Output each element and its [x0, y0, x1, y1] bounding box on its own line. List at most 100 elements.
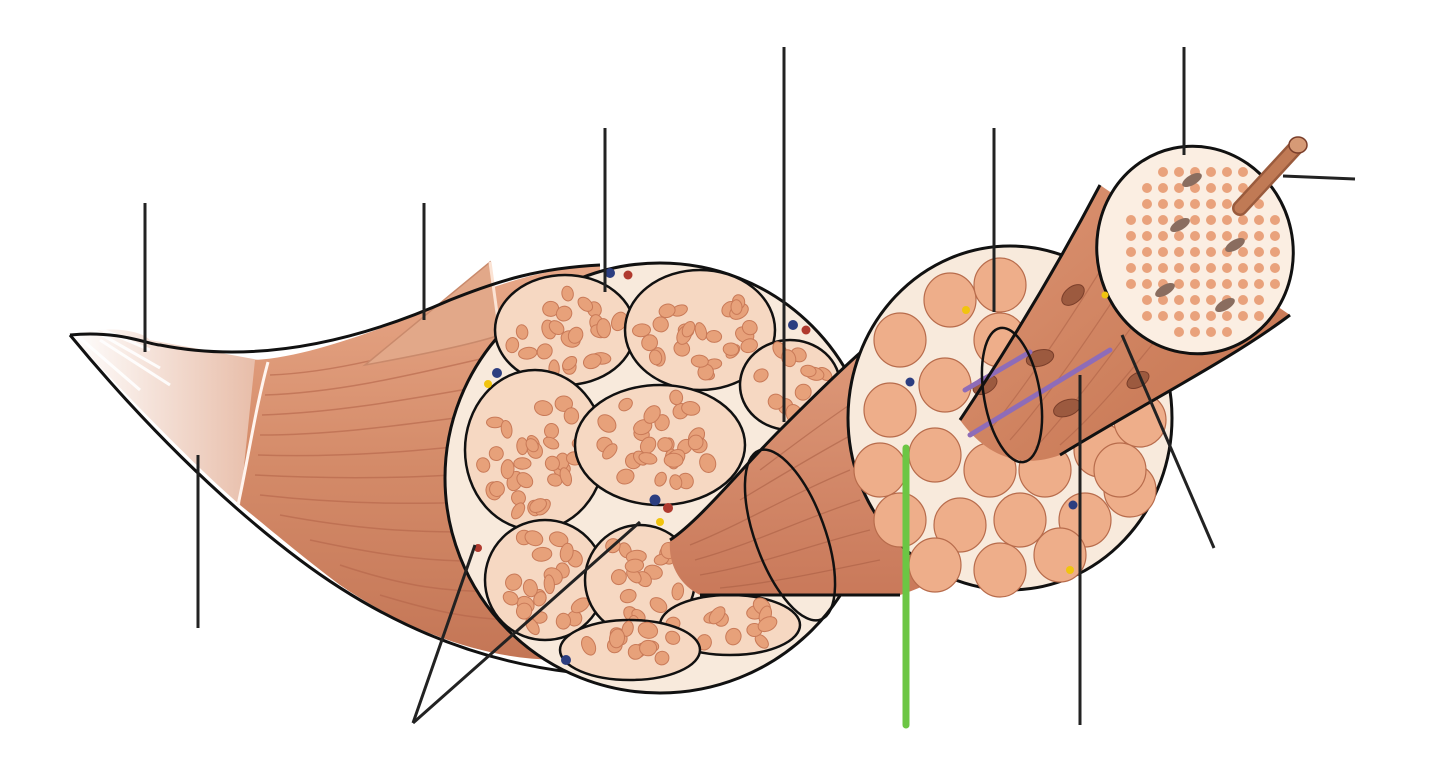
muscle-fiber-section — [690, 354, 709, 368]
muscle-fiber-section — [740, 338, 758, 354]
myofibril-dot — [1174, 311, 1184, 321]
myofibril-dot — [1222, 183, 1232, 193]
muscle-fiber-section — [658, 303, 676, 319]
myofibril-rod — [1232, 136, 1308, 216]
muscle-fiber-section — [596, 318, 612, 339]
myofibril-dot — [1206, 279, 1216, 289]
leader-line-myofibril — [1282, 174, 1356, 181]
muscle-fiber-section — [582, 353, 602, 370]
muscle-fiber-section — [548, 531, 569, 548]
myofibril-dot — [1190, 263, 1200, 273]
muscle-fiber-section — [652, 316, 669, 333]
myofibril-dot — [1238, 295, 1248, 305]
muscle-fiber-section — [1033, 527, 1087, 583]
muscle-fiber-section — [610, 569, 627, 586]
myofibril-dot — [1174, 183, 1184, 193]
muscle-fiber-section — [657, 437, 673, 452]
myofibril-dot — [1158, 215, 1168, 225]
muscle-fiber-section — [533, 591, 547, 607]
muscle-fiber-section — [561, 285, 574, 302]
muscle-fiber-section — [933, 497, 987, 553]
myofibril-dot — [1158, 167, 1168, 177]
myofibril-dot — [1126, 263, 1136, 273]
myofibril-dot — [1206, 247, 1216, 257]
myofibril-dot — [1174, 247, 1184, 257]
myofibril-dot — [1190, 183, 1200, 193]
myofibril-dot — [1222, 263, 1232, 273]
muscle-fiber-section — [730, 299, 743, 315]
myofibril-dot — [1190, 279, 1200, 289]
muscle-fiber-section — [654, 471, 667, 487]
myofibril-dot — [1142, 311, 1152, 321]
myofibril-dot — [1222, 215, 1232, 225]
myofibril-dot — [1190, 199, 1200, 209]
muscle-fiber-section — [544, 455, 560, 472]
muscle-fiber-section — [725, 627, 742, 646]
myofibril-dot — [1142, 183, 1152, 193]
fascicle-section — [463, 368, 607, 532]
muscle-fiber-section — [548, 320, 565, 336]
muscle-fiber-section — [524, 530, 544, 547]
fascicle-section — [623, 268, 777, 392]
muscle-fiber-section — [923, 272, 977, 328]
muscle-fiber-section — [534, 400, 553, 417]
muscle-fiber-section — [577, 296, 594, 312]
myofibril-dot — [1206, 167, 1216, 177]
muscle-fiber-section — [873, 312, 927, 368]
muscle-fiber-section — [505, 573, 523, 591]
myofibril-dot — [1142, 199, 1152, 209]
muscle-fiber-section — [649, 597, 668, 614]
muscle-fiber-section — [654, 650, 670, 666]
leader-line-vessel-b — [412, 520, 641, 725]
muscle-fiber-section — [597, 414, 617, 433]
muscle-fiber-section — [639, 639, 658, 657]
myofibril-dot — [1206, 295, 1216, 305]
muscle-fiber-section — [609, 628, 625, 649]
muscle-fiber-section — [619, 588, 637, 604]
muscle-fiber-section — [741, 319, 758, 336]
muscle-fiber-section — [641, 334, 658, 352]
muscle-fiber-section — [555, 305, 573, 322]
muscle-fiber-section — [993, 492, 1047, 548]
muscle-fiber-section — [637, 621, 659, 639]
myofibril-dot — [1254, 295, 1264, 305]
muscle-fiber-section — [638, 452, 658, 465]
myofibril-dot — [1142, 215, 1152, 225]
myofibril-dot — [1206, 199, 1216, 209]
muscle-fiber-section — [648, 349, 663, 366]
myofibril-dot — [1158, 295, 1168, 305]
muscle-fiber-section — [500, 419, 513, 439]
myofibril-dot — [1142, 247, 1152, 257]
muscle-fiber-section — [515, 324, 529, 340]
myofibril-dot — [1270, 279, 1280, 289]
muscle-fiber-section — [643, 405, 661, 424]
mitochondrion — [1182, 173, 1202, 187]
muscle-fiber-section — [800, 364, 817, 378]
myofibril-dot — [1222, 199, 1232, 209]
myofibril-dot — [1254, 215, 1264, 225]
muscle-fiber-section — [705, 329, 723, 343]
muscle-fiber-section — [669, 389, 684, 406]
muscle-fiber-section — [536, 343, 553, 360]
mitochondrion — [1225, 238, 1245, 252]
muscle-fiber-section — [567, 326, 584, 344]
leader-lines — [143, 47, 1356, 725]
muscle-fiber-section — [624, 558, 645, 573]
muscle-fiber-section — [697, 363, 714, 381]
myofibril-dot — [1174, 231, 1184, 241]
muscle-fiber-section — [489, 481, 505, 497]
leader-line-endomysium — [1120, 334, 1216, 549]
muscle-fiber-section — [722, 342, 740, 356]
myofibril-dot — [1126, 279, 1136, 289]
mitochondrion — [1170, 217, 1190, 232]
muscle-fiber-section — [908, 537, 962, 593]
muscle-fiber-section — [757, 616, 778, 633]
muscle-fiber-section — [581, 636, 597, 656]
muscle-fiber — [958, 136, 1308, 464]
myofibril-dot — [1126, 247, 1136, 257]
myofibril-dot — [1190, 231, 1200, 241]
muscle-fiber-section — [618, 397, 633, 412]
myofibril-dot — [1190, 327, 1200, 337]
